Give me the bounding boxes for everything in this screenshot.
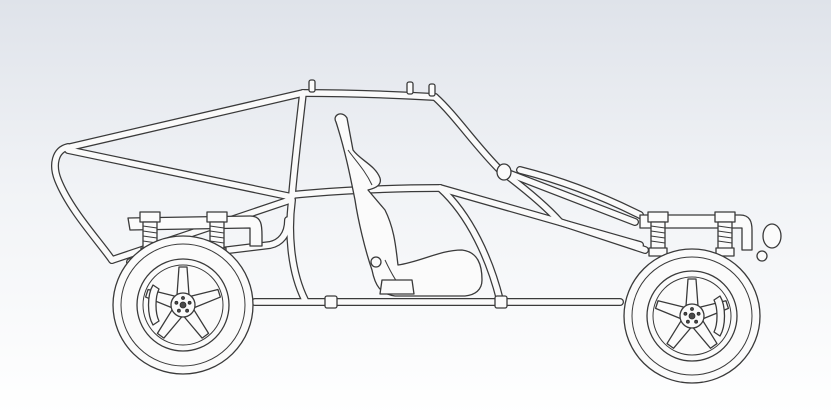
mount-stud-icon [406, 81, 414, 95]
shock-absorber-icon [714, 211, 736, 257]
front-wheel[interactable] [112, 235, 254, 375]
mount-stud-icon [308, 79, 316, 93]
seat-pivot-icon [370, 256, 382, 268]
tube-collar-icon [324, 295, 338, 309]
seat[interactable] [334, 113, 483, 297]
tube-joint-icon [496, 163, 512, 181]
tube-frame [51, 79, 649, 309]
tube-collar-icon [494, 295, 508, 309]
rear-wheel[interactable] [623, 248, 761, 384]
rear-suspension [639, 211, 782, 262]
mount-stud-icon [428, 83, 436, 97]
mirror-icon [762, 223, 782, 249]
shock-absorber-icon [647, 211, 669, 257]
